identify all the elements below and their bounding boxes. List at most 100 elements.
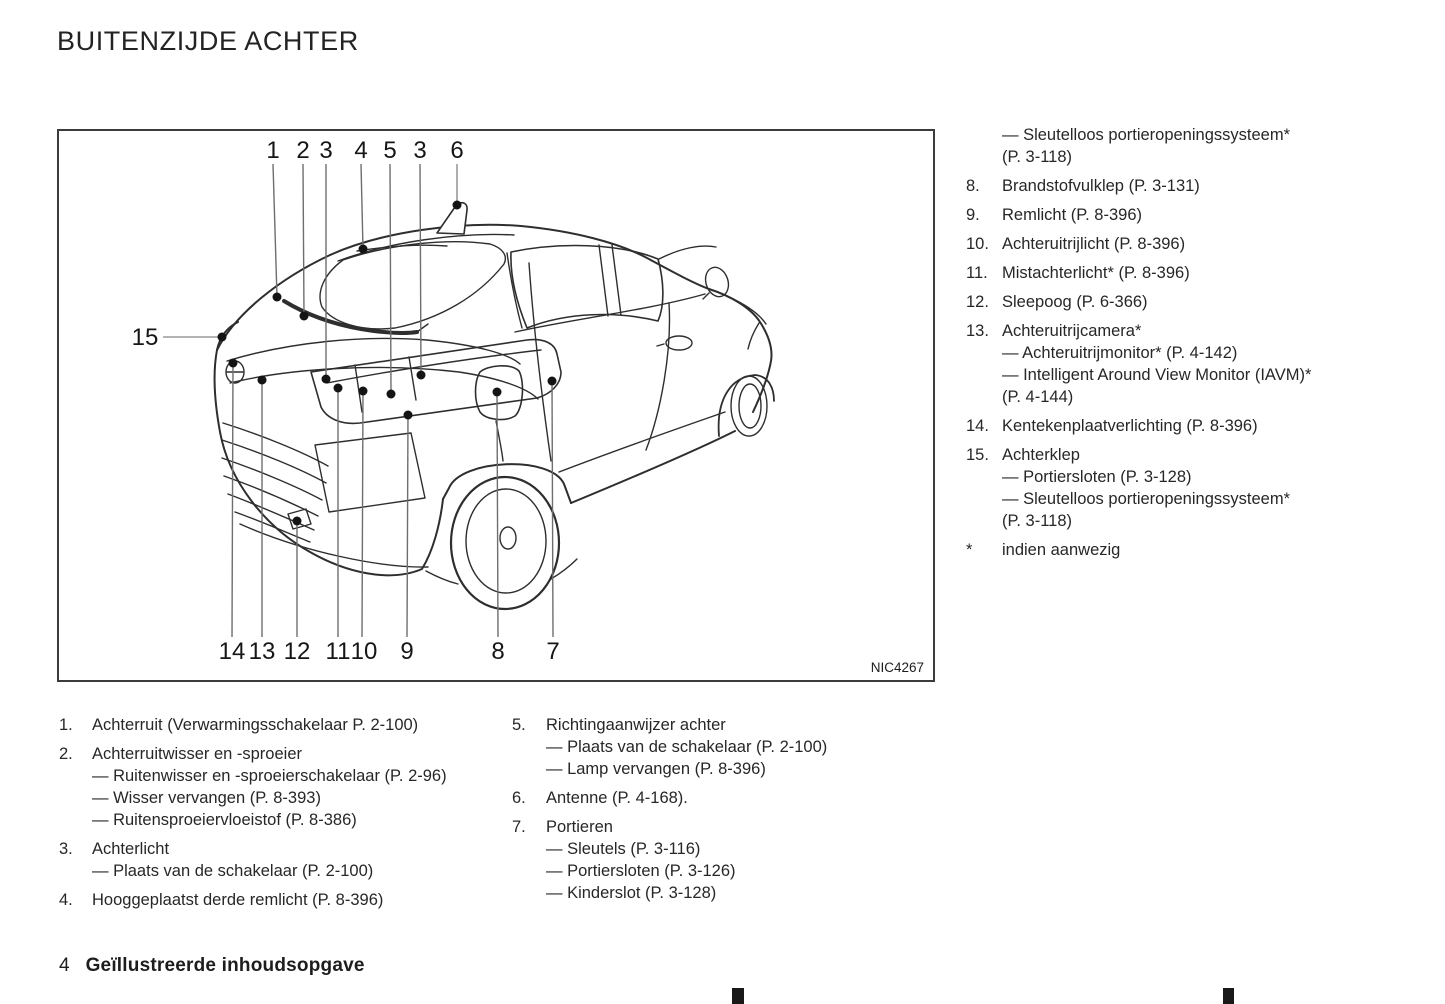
- item-title: Achteruitrijcamera*: [1002, 322, 1142, 340]
- rear-window: [319, 241, 507, 330]
- list-item: 2. Achterruitwisser en -sproeier — Ruite…: [59, 743, 514, 831]
- index-list-left: 1. Achterruit (Verwarmingsschakelaar P. …: [59, 714, 514, 911]
- item-number: 6.: [512, 789, 526, 807]
- tow-hook: [287, 508, 312, 530]
- list-item: 13. Achteruitrijcamera* — Achteruitrijmo…: [966, 320, 1442, 408]
- item-number: 4.: [59, 891, 73, 909]
- footnote-text: indien aanwezig: [1002, 541, 1121, 559]
- item-number: 14.: [966, 417, 989, 435]
- item-sub: — Sleutelloos portieropeningssysteem*: [1002, 126, 1290, 144]
- front-wheel: [730, 375, 768, 437]
- item-title: Mistachterlicht* (P. 8-396): [1002, 264, 1190, 282]
- fuel-flap: [474, 365, 524, 421]
- list-item: 12. Sleepoog (P. 6-366): [966, 291, 1442, 313]
- callout-number: 4: [354, 137, 367, 164]
- item-sub: (P. 3-118): [1002, 512, 1073, 530]
- section-tab-mark: [732, 988, 744, 1004]
- index-list-right: — Sleutelloos portieropeningssysteem* (P…: [966, 124, 1442, 561]
- item-number: 13.: [966, 322, 989, 340]
- callout-number: 5: [383, 137, 396, 164]
- item-sub: — Portiersloten (P. 3-126): [546, 862, 736, 880]
- item-number: 9.: [966, 206, 980, 224]
- item-number: 1.: [59, 716, 73, 734]
- item-title: Achterklep: [1002, 446, 1080, 464]
- callout-numbers: 1 2 3 4 5 3 6 14 13 12 11 10 9 8 7 15: [132, 137, 560, 665]
- item-number: 7.: [512, 818, 526, 836]
- item-title: Portieren: [546, 818, 613, 836]
- item-title: Brandstofvulklep (P. 3-131): [1002, 177, 1200, 195]
- list-item-continuation: — Sleutelloos portieropeningssysteem* (P…: [966, 124, 1442, 168]
- footnote-symbol: *: [966, 541, 973, 559]
- item-sub: (P. 3-118): [1002, 148, 1073, 166]
- item-title: Achterlicht: [92, 840, 170, 858]
- callout-number: 3: [319, 137, 332, 164]
- side-mirror: [704, 266, 730, 298]
- item-sub: — Kinderslot (P. 3-128): [546, 884, 717, 902]
- callout-number: 14: [219, 638, 246, 665]
- rear-wiper: [282, 299, 419, 335]
- footnote: * indien aanwezig: [966, 539, 1442, 561]
- item-number: 12.: [966, 293, 989, 311]
- item-number: 11.: [966, 264, 988, 282]
- door-handle: [665, 335, 693, 351]
- footer-page-number: 4: [59, 955, 70, 976]
- item-title: Achteruitrijlicht (P. 8-396): [1002, 235, 1186, 253]
- callout-number: 13: [249, 638, 276, 665]
- list-item: 10. Achteruitrijlicht (P. 8-396): [966, 233, 1442, 255]
- list-item: 4. Hooggeplaatst derde remlicht (P. 8-39…: [59, 889, 514, 911]
- page-footer: 4 Geïllustreerde inhoudsopgave: [59, 955, 365, 977]
- callout-number: 1: [266, 137, 279, 164]
- item-number: 2.: [59, 745, 73, 763]
- page-title: BUITENZIJDE ACHTER: [57, 26, 359, 56]
- item-sub: — Lamp vervangen (P. 8-396): [546, 760, 766, 778]
- item-sub: — Ruitensproeiervloeistof (P. 8-386): [92, 811, 357, 829]
- rear-wheel: [449, 475, 561, 611]
- item-sub: (P. 4-144): [1002, 388, 1074, 406]
- figure-box: 1 2 3 4 5 3 6 14 13 12 11 10 9 8 7 15 NI…: [57, 129, 935, 682]
- list-item: 1. Achterruit (Verwarmingsschakelaar P. …: [59, 714, 514, 736]
- list-item: 15. Achterklep — Portiersloten (P. 3-128…: [966, 444, 1442, 532]
- list-item: 6. Antenne (P. 4-168).: [512, 787, 937, 809]
- car-illustration: [213, 201, 775, 611]
- list-item: 8. Brandstofvulklep (P. 3-131): [966, 175, 1442, 197]
- callout-number: 9: [400, 638, 413, 665]
- tail-light-cluster: [310, 338, 562, 425]
- callout-number: 12: [284, 638, 311, 665]
- item-sub: — Sleutels (P. 3-116): [546, 840, 701, 858]
- item-title: Remlicht (P. 8-396): [1002, 206, 1143, 224]
- item-title: Achterruitwisser en -sproeier: [92, 745, 302, 763]
- callout-number: 3: [413, 137, 426, 164]
- figure-code: NIC4267: [870, 660, 924, 675]
- callout-number: 7: [546, 638, 559, 665]
- list-item: 9. Remlicht (P. 8-396): [966, 204, 1442, 226]
- item-sub: — Plaats van de schakelaar (P. 2-100): [546, 738, 828, 756]
- list-item: 11. Mistachterlicht* (P. 8-396): [966, 262, 1442, 284]
- item-number: 5.: [512, 716, 526, 734]
- callout-number: 2: [296, 137, 309, 164]
- item-number: 8.: [966, 177, 980, 195]
- antenna-fin: [436, 201, 468, 235]
- item-sub: — Achteruitrijmonitor* (P. 4-142): [1002, 344, 1238, 362]
- item-sub: — Ruitenwisser en -sproeierschakelaar (P…: [92, 767, 447, 785]
- item-sub: — Intelligent Around View Monitor (IAVM)…: [1002, 366, 1312, 384]
- list-item: 14. Kentekenplaatverlichting (P. 8-396): [966, 415, 1442, 437]
- callout-dots: [217, 200, 557, 526]
- list-item: 3. Achterlicht — Plaats van de schakelaa…: [59, 838, 514, 882]
- item-title: Hooggeplaatst derde remlicht (P. 8-396): [92, 891, 384, 909]
- callout-number: 8: [491, 638, 504, 665]
- list-item: 5. Richtingaanwijzer achter — Plaats van…: [512, 714, 937, 780]
- callout-number: 6: [450, 137, 463, 164]
- item-number: 15.: [966, 446, 989, 464]
- callout-number: 15: [132, 324, 159, 351]
- item-sub: — Plaats van de schakelaar (P. 2-100): [92, 862, 374, 880]
- item-title: Achterruit (Verwarmingsschakelaar P. 2-1…: [92, 716, 419, 734]
- item-title: Sleepoog (P. 6-366): [1002, 293, 1148, 311]
- list-item: 7. Portieren — Sleutels (P. 3-116) — Por…: [512, 816, 937, 904]
- section-tab-mark: [1223, 988, 1234, 1004]
- item-number: 10.: [966, 235, 989, 253]
- license-plate-recess: [314, 432, 426, 513]
- item-sub: — Wisser vervangen (P. 8-393): [92, 789, 321, 807]
- item-title: Kentekenplaatverlichting (P. 8-396): [1002, 417, 1258, 435]
- footer-section-title: Geïllustreerde inhoudsopgave: [85, 955, 365, 976]
